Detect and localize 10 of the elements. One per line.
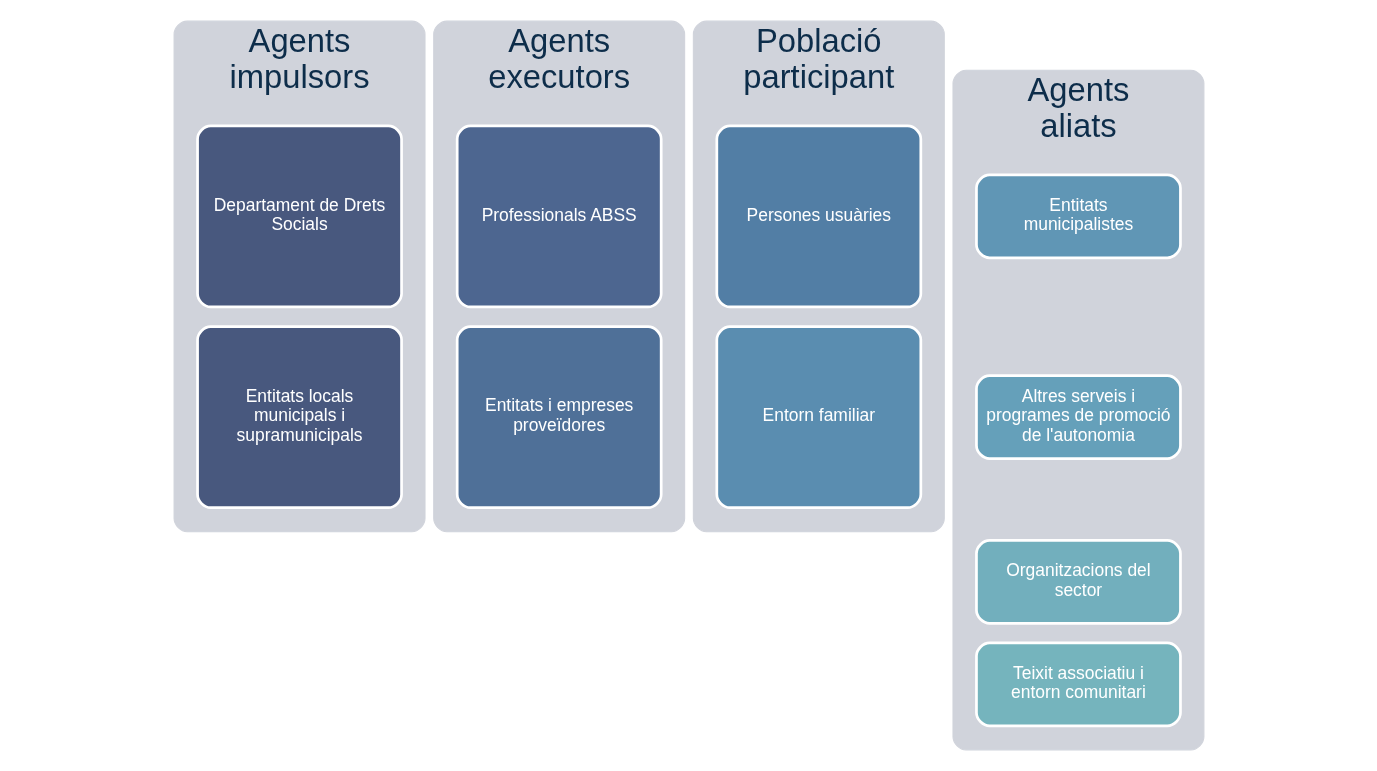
node-box: Professionals ABSS <box>455 124 663 309</box>
node-box: Entitats locals municipals i supramunicipals <box>195 325 403 510</box>
node-box: Organitzacions del sector <box>974 539 1182 625</box>
node-box: Entitats i empreses proveïdores <box>455 325 663 510</box>
node-box: Persones usuàries <box>714 124 922 309</box>
node-box: Entorn familiar <box>714 325 922 510</box>
node-box: Teixit associatiu i entorn comunitari <box>974 641 1182 728</box>
node-box: Altres serveis i programes de promoció de l'autonomia <box>974 374 1182 460</box>
node-box: Entitats municipalistes <box>974 173 1182 260</box>
node-box: Departament de Drets Socials <box>195 124 403 309</box>
